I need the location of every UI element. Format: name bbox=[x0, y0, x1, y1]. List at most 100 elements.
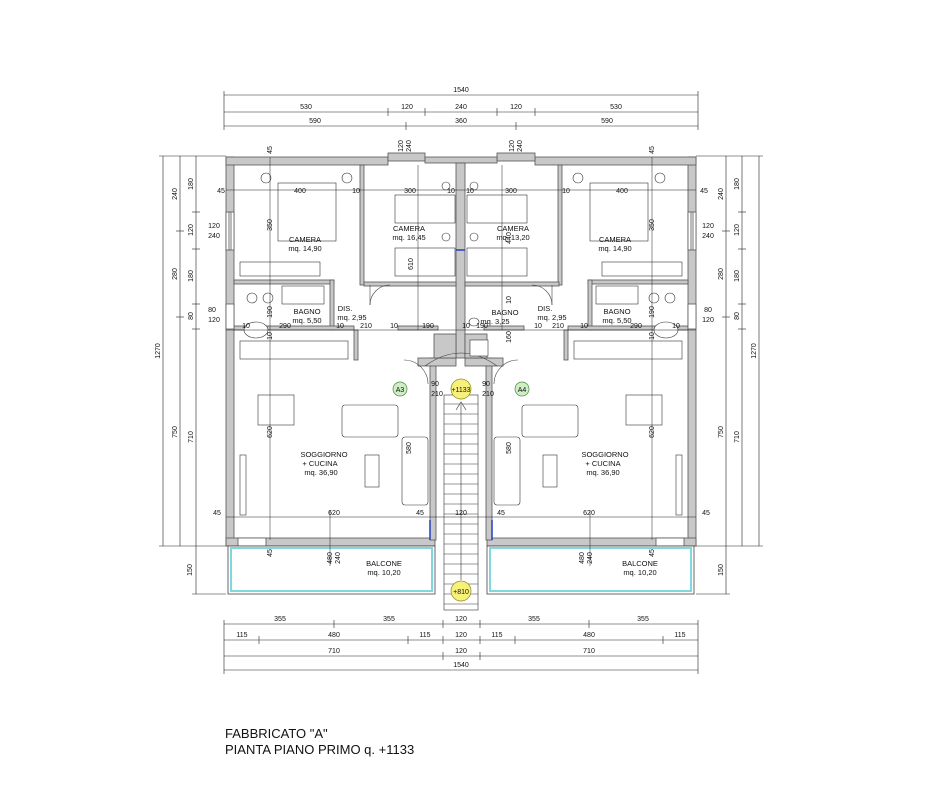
dim-bot-r2-e: 115 bbox=[491, 632, 502, 639]
idim-120-l2: 120 bbox=[208, 317, 220, 324]
drawing-title-floor: PIANTA PIANO PRIMO q. +1133 bbox=[225, 742, 415, 757]
svg-text:A4: A4 bbox=[518, 387, 527, 394]
dim-right-in-180b: 180 bbox=[734, 270, 741, 282]
idim-190-l: 190 bbox=[267, 306, 274, 318]
level-marker-stair-foot: +810 bbox=[450, 580, 472, 602]
room-soggiorno-right-name: SOGGIORNO bbox=[581, 450, 628, 459]
dim-right-mid-280: 280 bbox=[718, 268, 725, 280]
idim-10-c1: 10 bbox=[447, 188, 455, 195]
idim-190-r: 190 bbox=[649, 306, 656, 318]
idim-610: 610 bbox=[408, 258, 415, 270]
idim-45-vtr: 45 bbox=[649, 146, 656, 154]
dimension-chain-left: 1270 150 240 280 750 180 120 180 80 710 bbox=[155, 155, 226, 595]
dim-bot-r1-e: 355 bbox=[637, 616, 649, 623]
idim-480-bal-r: 480 bbox=[579, 552, 586, 564]
dim-bot-r3-b: 120 bbox=[455, 648, 467, 655]
room-bagno-right-name: BAGNO bbox=[603, 307, 630, 316]
room-labels: CAMERA mq. 14,90 CAMERA mq. 16,45 CAMERA… bbox=[288, 224, 658, 577]
room-camera-cr-area: mq. 13,20 bbox=[496, 233, 529, 242]
idim-90-l: 90 bbox=[431, 381, 439, 388]
dim-left-in-80: 80 bbox=[188, 312, 195, 320]
idim-240-r: 240 bbox=[702, 233, 714, 240]
dim-left-150: 150 bbox=[187, 564, 194, 576]
apartment-tag-a4: A4 bbox=[514, 381, 530, 397]
idim-290-l: 290 bbox=[279, 323, 291, 330]
drawing-title-building: FABBRICATO "A" bbox=[225, 726, 328, 741]
room-soggiorno-left-name: SOGGIORNO bbox=[300, 450, 347, 459]
idim-580-l: 580 bbox=[406, 442, 413, 454]
bed-left bbox=[277, 182, 337, 242]
idim-120-bc: 120 bbox=[455, 510, 467, 517]
dim-bot-r1-c: 120 bbox=[455, 616, 467, 623]
room-balcone-right-area: mq. 10,20 bbox=[623, 568, 656, 577]
idim-400-r: 400 bbox=[616, 188, 628, 195]
idim-45-br: 45 bbox=[702, 510, 710, 517]
dim-left-mid-280: 280 bbox=[172, 268, 179, 280]
room-camera-left-name: CAMERA bbox=[289, 235, 321, 244]
idim-180-c: 190 bbox=[476, 323, 488, 330]
idim-10-row-c: 10 bbox=[462, 323, 470, 330]
dim-right-in-120: 120 bbox=[734, 224, 741, 236]
svg-text:+1133: +1133 bbox=[451, 387, 470, 394]
room-camera-cl-area: mq. 16,45 bbox=[392, 233, 425, 242]
dim-bot-r2-g: 115 bbox=[674, 632, 685, 639]
dim-bot-r1-d: 355 bbox=[528, 616, 540, 623]
room-dis-right-area: mq. 2,95 bbox=[537, 313, 566, 322]
dim-left-in-710: 710 bbox=[188, 431, 195, 443]
idim-10-vc1: 10 bbox=[506, 296, 513, 304]
idim-45-bcr: 45 bbox=[497, 510, 505, 517]
walls bbox=[225, 152, 697, 547]
idim-300-cl: 300 bbox=[404, 188, 416, 195]
idim-300-cr: 300 bbox=[505, 188, 517, 195]
idim-440: 440 bbox=[506, 232, 513, 244]
idim-45-vtl: 45 bbox=[267, 146, 274, 154]
dim-right-150: 150 bbox=[718, 564, 725, 576]
room-bagno-left-name: BAGNO bbox=[293, 307, 320, 316]
room-soggiorno-right-area: mq. 36,90 bbox=[586, 468, 619, 477]
room-bagno-center-area: mq. 3,25 bbox=[480, 317, 509, 326]
dimension-chain-right: 1270 150 240 280 750 180 120 180 80 710 bbox=[696, 155, 763, 595]
idim-45-tr: 45 bbox=[700, 188, 708, 195]
room-soggiorno-right-sub: + CUCINA bbox=[585, 459, 620, 468]
dim-bot-r2-a: 115 bbox=[236, 632, 247, 639]
dimension-chain-bottom: 355 355 120 355 355 115 480 115 120 115 … bbox=[223, 616, 699, 674]
idim-210-r: 210 bbox=[552, 323, 564, 330]
idim-120-top-l: 120 bbox=[398, 140, 405, 152]
dim-top-r3-a: 590 bbox=[309, 118, 321, 125]
idim-350-l: 350 bbox=[267, 219, 274, 231]
idim-10-row-r2: 10 bbox=[580, 323, 588, 330]
dim-right-in-80: 80 bbox=[734, 312, 741, 320]
idim-90-r: 90 bbox=[482, 381, 490, 388]
door-swings bbox=[369, 284, 553, 385]
interior-dimension-lines bbox=[226, 157, 696, 566]
drawing-title-block: FABBRICATO "A" PIANTA PIANO PRIMO q. +11… bbox=[225, 726, 414, 758]
idim-400-l: 400 bbox=[294, 188, 306, 195]
dim-right-1270: 1270 bbox=[751, 343, 758, 359]
svg-text:A3: A3 bbox=[396, 387, 405, 394]
dim-left-1270: 1270 bbox=[155, 343, 162, 359]
room-bagno-right-area: mq. 5,50 bbox=[602, 316, 631, 325]
idim-620-vl: 620 bbox=[267, 426, 274, 438]
dim-bot-r2-d: 120 bbox=[455, 632, 467, 639]
idim-240-top-l: 240 bbox=[406, 140, 413, 152]
dimension-chain-top: 1540 530 120 240 120 530 590 360 590 bbox=[223, 87, 699, 130]
dim-right-in-180a: 180 bbox=[734, 178, 741, 190]
balcony-right bbox=[486, 545, 695, 595]
idim-80-r: 80 bbox=[704, 307, 712, 314]
room-camera-right-area: mq. 14,90 bbox=[598, 244, 631, 253]
room-soggiorno-left-area: mq. 36,90 bbox=[304, 468, 337, 477]
balcony-left bbox=[227, 545, 436, 595]
dim-top-r3-c: 590 bbox=[601, 118, 613, 125]
dim-top-r2-e: 530 bbox=[610, 104, 622, 111]
interior-dimension-labels: 45 400 10 300 10 10 300 10 400 45 120 24… bbox=[208, 140, 714, 564]
idim-10-l: 10 bbox=[352, 188, 360, 195]
dim-top-r2-d: 120 bbox=[510, 104, 522, 111]
room-balcone-left-name: BALCONE bbox=[366, 559, 402, 568]
dim-top-r2-a: 530 bbox=[300, 104, 312, 111]
idim-45-bcl: 45 bbox=[416, 510, 424, 517]
dim-top-overall: 1540 bbox=[453, 87, 469, 94]
room-bagno-center-name: BAGNO bbox=[491, 308, 518, 317]
idim-45-vbr: 45 bbox=[649, 549, 656, 557]
dim-right-mid-240: 240 bbox=[718, 188, 725, 200]
idim-160: 160 bbox=[506, 331, 513, 343]
